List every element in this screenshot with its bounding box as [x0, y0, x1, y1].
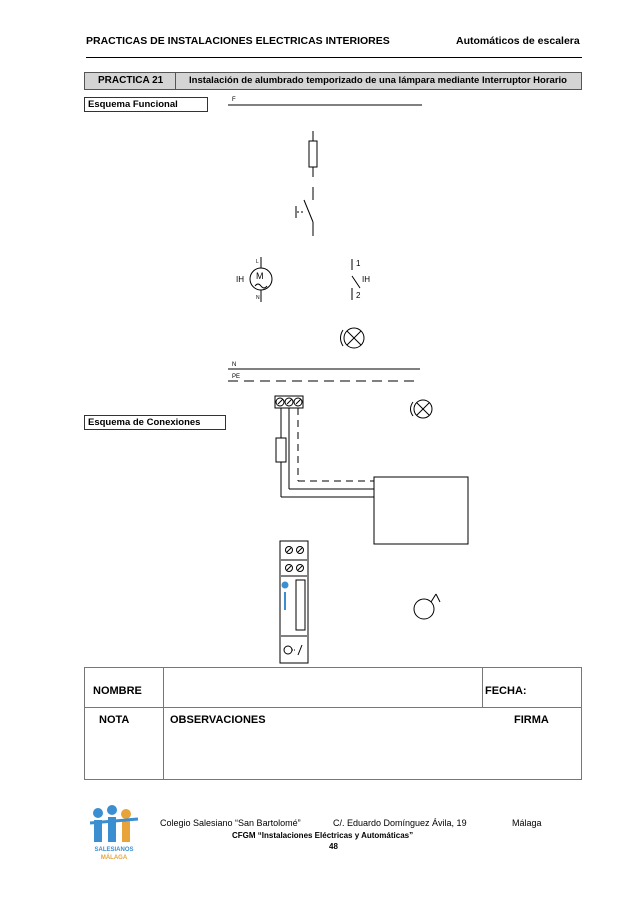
- footer-city: Málaga: [512, 818, 542, 828]
- practice-title: Instalación de alumbrado temporizado de …: [189, 75, 567, 86]
- page-number: 48: [329, 842, 338, 851]
- evaluation-form: NOMBRE FECHA: NOTA OBSERVACIONES FIRMA: [84, 667, 582, 780]
- nombre-label: NOMBRE: [84, 667, 164, 708]
- salesianos-logo: SALESIANOS MÁLAGA: [89, 805, 139, 861]
- section-connections-label: Esquema de Conexiones: [84, 415, 226, 430]
- label-contact-1: 1: [356, 259, 361, 268]
- label-ih-left: IH: [236, 275, 244, 284]
- footer-address: C/. Eduardo Domínguez Ávila, 19: [333, 818, 467, 828]
- push-button-symbol: [413, 598, 435, 620]
- wiring-diagrams: F N PE L N IH IH M 1 2: [228, 97, 469, 664]
- label-n: N: [232, 362, 236, 368]
- header-rule: [86, 57, 582, 58]
- banner-divider: [175, 73, 176, 89]
- practice-number: PRACTICA 21: [98, 75, 164, 86]
- fecha-field[interactable]: FECHA:: [482, 667, 582, 708]
- junction-box: [373, 476, 469, 545]
- fecha-label: FECHA:: [485, 685, 527, 697]
- firma-label: FIRMA: [514, 714, 549, 726]
- connection-lamp-symbol: [413, 399, 433, 419]
- label-f: F: [232, 97, 236, 103]
- time-switch-device: [279, 540, 309, 664]
- connection-fuse: [275, 437, 287, 463]
- logo-text-top: SALESIANOS: [94, 847, 133, 853]
- label-pe: PE: [232, 374, 240, 380]
- nota-label: NOTA: [99, 714, 130, 726]
- footer-course: CFGM “Instalaciones Eléctricas y Automát…: [232, 831, 414, 840]
- observaciones-field[interactable]: OBSERVACIONES FIRMA: [163, 707, 582, 780]
- section-functional-label: Esquema Funcional: [84, 97, 208, 112]
- observaciones-label: OBSERVACIONES: [170, 714, 266, 726]
- label-ih-right: IH: [362, 275, 370, 284]
- label-contact-2: 2: [356, 291, 361, 300]
- nota-field[interactable]: NOTA: [84, 707, 164, 780]
- header-left-title: PRACTICAS DE INSTALACIONES ELECTRICAS IN…: [86, 35, 390, 47]
- logo-text-bottom: MÁLAGA: [101, 854, 128, 861]
- fuse-symbol: [308, 140, 318, 168]
- practice-banner: PRACTICA 21 Instalación de alumbrado tem…: [84, 72, 582, 90]
- nombre-field[interactable]: [163, 667, 483, 708]
- label-motor-l: L: [256, 259, 259, 265]
- label-motor-n: N: [256, 295, 260, 301]
- label-motor: M: [256, 271, 264, 281]
- footer-school: Colegio Salesiano “San Bartolomé”: [160, 818, 301, 828]
- header-right-title: Automáticos de escalera: [456, 35, 580, 47]
- lamp-symbol: [343, 327, 365, 349]
